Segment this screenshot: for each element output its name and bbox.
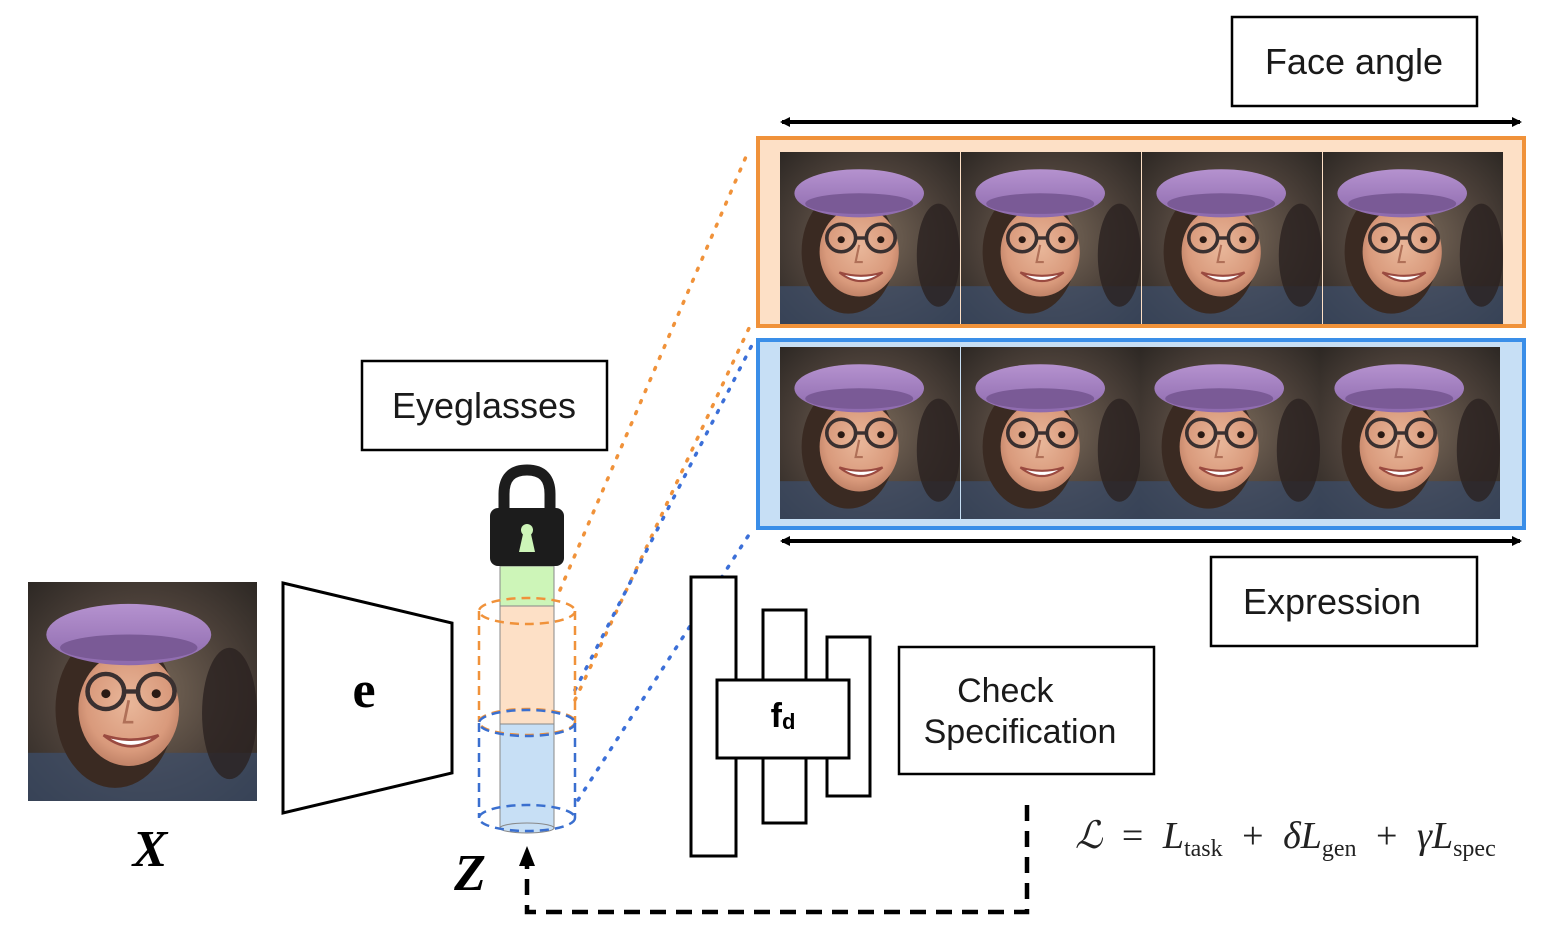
eyeglasses-label: Eyeglasses <box>392 385 576 426</box>
expression-image-3 <box>1138 345 1322 521</box>
blue-dashed-cylinder <box>477 708 577 833</box>
expression-image-1 <box>778 345 962 521</box>
input-face-image <box>28 582 257 801</box>
face-angle-image-2 <box>959 150 1143 326</box>
loss-formula: ℒ = Ltask + δLgen + γLspec <box>1075 815 1496 865</box>
face-angle-image-4 <box>1321 150 1505 326</box>
face-angle-label: Face angle <box>1265 41 1443 82</box>
encoder-block <box>281 581 454 815</box>
feedback-dashed-path <box>524 805 1030 915</box>
decoder-block <box>689 575 872 858</box>
encoder-label: e <box>352 662 375 719</box>
expression-label: Expression <box>1243 581 1421 622</box>
expression-image-2 <box>959 345 1143 521</box>
check-specification-label: Check Specification <box>924 672 1117 751</box>
latent-stack <box>477 565 577 834</box>
expression-box <box>1209 555 1479 648</box>
input-variable-label: X <box>131 821 169 878</box>
projection-dots <box>558 150 754 802</box>
face-angle-box <box>1230 15 1479 108</box>
feedback-arrowhead <box>519 846 535 866</box>
face-angle-image-1 <box>778 150 962 326</box>
check-specification-box <box>897 645 1156 776</box>
lock-icon <box>490 464 564 566</box>
expression-image-4 <box>1318 345 1502 521</box>
face-angle-image-3 <box>1140 150 1324 326</box>
latent-expression-segment <box>499 723 555 829</box>
latent-face-angle-segment <box>499 605 555 725</box>
latent-variable-label: Z <box>453 845 486 902</box>
eyeglasses-box <box>360 359 609 452</box>
decoder-label: fd <box>771 697 796 735</box>
expression-row-images <box>778 345 1502 521</box>
